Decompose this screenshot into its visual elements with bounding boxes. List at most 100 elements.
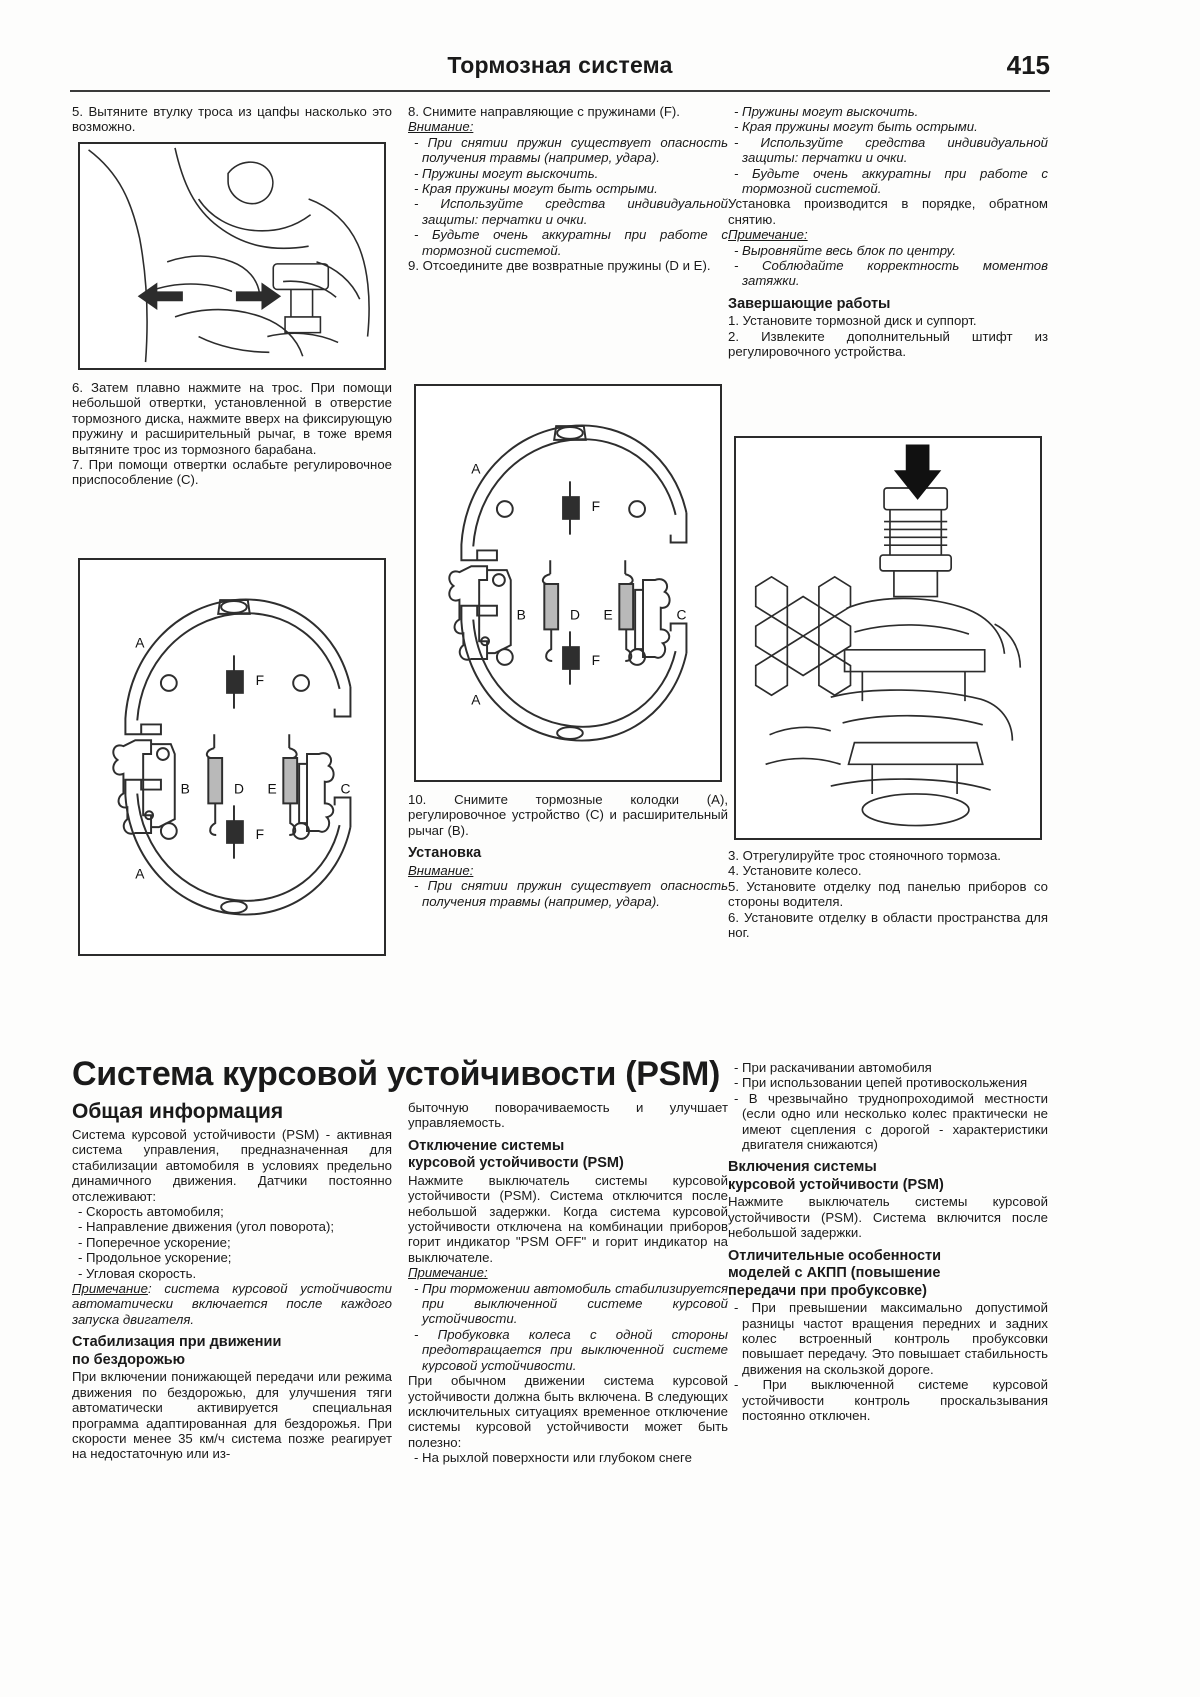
figure-label-D: D [234, 781, 244, 797]
warning-item: - При снятии пружин существует опасность… [414, 134, 728, 166]
note-paragraph: Примечание: система курсовой устойчивост… [72, 1281, 392, 1327]
psm-on-text: Нажмите выключатель системы курсовой уст… [728, 1194, 1048, 1241]
note-text: : система курсовой устойчивости автомати… [72, 1281, 392, 1327]
lower-column-2: быточную поворачиваемость и улучшает упр… [408, 1100, 728, 1466]
final-step: 5. Установите отделку под панелью прибор… [728, 878, 1048, 910]
figure-label-A: A [135, 634, 145, 650]
figure-label-D: D [570, 607, 580, 623]
psm-on-heading-line1: Включения системы [728, 1159, 877, 1176]
exception-item: - В чрезвычайно труднопроходимой местнос… [734, 1090, 1048, 1153]
akpp-heading-line2: моделей с АКПП (повышение [728, 1265, 941, 1282]
header-divider [70, 90, 1050, 92]
note-item: - Пробуковка колеса с одной стороны пред… [414, 1326, 728, 1373]
cable-sleeve-illustration [88, 147, 370, 363]
figure-brake-shoes-left: A A B C D E F F [78, 558, 386, 956]
akpp-item: - При превышении максимально допустимой … [734, 1300, 1048, 1377]
final-step: 4. Установите колесо. [728, 863, 862, 879]
psm-off-heading-line2: курсовой устойчивости (PSM) [408, 1155, 624, 1172]
section-title-psm: Система курсовой устойчивости (PSM) [72, 1055, 721, 1093]
continuation-text: быточную поворачиваемость и улучшает упр… [408, 1100, 728, 1131]
figure-label-B: B [181, 781, 190, 797]
psm-usage-text: При обычном движении система курсовой ус… [408, 1373, 728, 1450]
installation-heading: Установка [408, 845, 482, 862]
figure-label-E: E [268, 781, 277, 797]
step-9: 9. Отсоедините две возвратные пружины (D… [408, 258, 711, 274]
figure-label-C: C [677, 607, 687, 623]
psm-off-text: Нажмите выключатель системы курсовой уст… [408, 1172, 728, 1265]
sensor-item: - Угловая скорость. [78, 1265, 197, 1281]
final-works-heading: Завершающие работы [728, 295, 891, 312]
brake-shoe-assembly-middle: A A B C D E F F [448, 424, 688, 742]
sensor-item: - Скорость автомобиля; [78, 1204, 224, 1220]
note-item: - Соблюдайте корректность моментов затяж… [734, 258, 1048, 289]
offroad-heading-line1: Стабилизация при движении [72, 1334, 282, 1351]
installation-warning-label: Внимание: [408, 862, 474, 878]
warning-label: Внимание: [408, 119, 474, 135]
installation-line: Установка производится в порядке, обратн… [728, 196, 1048, 227]
figure-adjuster-pin [734, 436, 1042, 840]
step-7: 7. При помощи отвертки ослабьте регулиро… [72, 457, 392, 488]
step-10: 10. Снимите тормозные колодки (A), регул… [408, 792, 728, 838]
offroad-text: При включении понижающей передачи или ре… [72, 1369, 392, 1462]
sensor-item: - Направление движения (угол поворота); [78, 1219, 335, 1235]
note-item: - При торможении автомобиль стабилизируе… [414, 1280, 728, 1327]
akpp-heading-line1: Отличительные особенности [728, 1247, 942, 1264]
figure-label-C: C [341, 781, 351, 797]
note-label: Примечание: [728, 227, 808, 243]
column-3-warnings: - Пружины могут выскочить. - Края пружин… [728, 104, 1048, 360]
exception-item: - При раскачивании автомобиля [734, 1060, 932, 1075]
column-1-step5: 5. Вытяните втулку троса из цапфы наскол… [72, 104, 392, 135]
column-3-final-steps: 3. Отрегулируйте трос стояночного тормоз… [728, 848, 1048, 940]
brake-shoe-assembly-left: A A B C D E F F [112, 598, 352, 916]
figure-label-A: A [135, 865, 145, 881]
adjuster-pin-illustration [754, 444, 1022, 827]
warning-item: - Края пружины могут быть острыми. [414, 181, 658, 197]
figure-label-A: A [471, 460, 481, 476]
exception-item: - При использовании цепей противоскольже… [734, 1075, 1028, 1091]
sensor-item: - Продольное ускорение; [78, 1250, 232, 1266]
note-item: - Выровняйте весь блок по центру. [734, 242, 956, 258]
page-title: Тормозная система [447, 52, 673, 78]
figure-label-B: B [517, 607, 526, 623]
warning-item: - Пружины могут выскочить. [734, 104, 919, 119]
note-label: Примечание: [408, 1265, 488, 1281]
step-5: 5. Вытяните втулку троса из цапфы наскол… [72, 104, 392, 135]
akpp-heading-line3: передачи при пробуксовке) [728, 1282, 927, 1299]
down-arrow-icon [893, 444, 942, 500]
general-info-heading: Общая информация [72, 1100, 284, 1123]
figure-label-F: F [256, 672, 264, 688]
exception-item: - На рыхлой поверхности или глубоком сне… [414, 1450, 692, 1466]
psm-off-heading-line1: Отключение системы [408, 1137, 565, 1154]
column-1-steps-6-7: 6. Затем плавно нажмите на трос. При пом… [72, 380, 392, 488]
general-info-text: Система курсовой устойчивости (PSM) - ак… [72, 1127, 392, 1204]
figure-label-E: E [604, 607, 613, 623]
warning-item: - Используйте средства индивидуальной за… [414, 196, 728, 227]
lower-column-3: - При раскачивании автомобиля - При испо… [728, 1060, 1048, 1423]
column-2-steps: 8. Снимите направляющие с пружинами (F).… [408, 104, 728, 273]
figure-label-F: F [592, 652, 600, 668]
figure-label-F: F [256, 826, 264, 842]
sensor-item: - Поперечное ускорение; [78, 1234, 231, 1250]
warning-item: - Будьте очень аккуратны при работе с то… [734, 165, 1048, 197]
lower-column-1: Общая информация Система курсовой устойч… [72, 1100, 392, 1462]
warning-item: - Пружины могут выскочить. [414, 165, 599, 181]
warning-item: - Будьте очень аккуратны при работе с то… [414, 227, 728, 258]
final-step: 6. Установите отделку в области простран… [728, 909, 1048, 941]
note-label: Примечание [72, 1281, 148, 1297]
psm-on-heading-line2: курсовой устойчивости (PSM) [728, 1176, 944, 1193]
akpp-item: - При выключенной системе курсовой устой… [734, 1377, 1048, 1423]
page-number: 415 [1006, 50, 1050, 80]
figure-cable-sleeve [78, 142, 386, 370]
figure-label-A: A [471, 691, 481, 707]
final-step: 1. Установите тормозной диск и суппорт. [728, 313, 977, 329]
column-2-step10-install: 10. Снимите тормозные колодки (A), регул… [408, 792, 728, 909]
final-step: 2. Извлеките дополнительный штифт из рег… [728, 328, 1048, 360]
warning-item: - Края пружины могут быть острыми. [734, 119, 978, 135]
final-step: 3. Отрегулируйте трос стояночного тормоз… [728, 848, 1001, 863]
step-6: 6. Затем плавно нажмите на трос. При пом… [72, 380, 392, 457]
page-header: Тормозная система 415 [70, 50, 1050, 86]
step-8: 8. Снимите направляющие с пружинами (F). [408, 104, 680, 119]
warning-item: - Используйте средства индивидуальной за… [734, 134, 1048, 166]
figure-label-F: F [592, 498, 600, 514]
